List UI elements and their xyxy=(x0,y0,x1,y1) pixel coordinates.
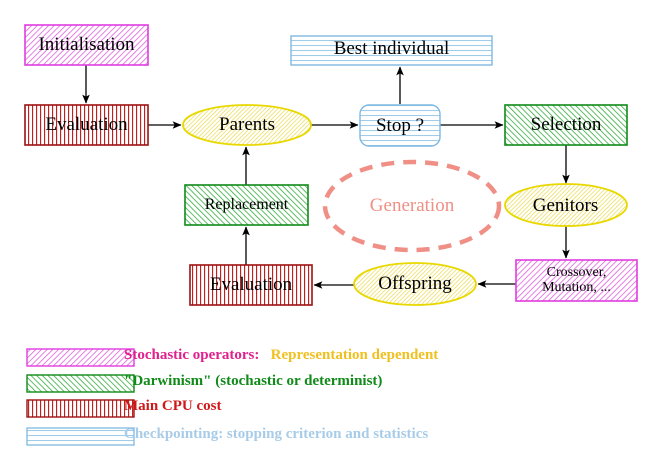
node-crossover-mutation[interactable] xyxy=(515,259,638,302)
node-evaluation-top[interactable] xyxy=(24,104,149,146)
node-parents[interactable] xyxy=(182,104,312,146)
legend-label-darwinism: "Darwinism" (stochastic or determinist) xyxy=(124,373,383,389)
node-evaluation-bottom[interactable] xyxy=(189,264,313,306)
node-selection[interactable] xyxy=(504,104,628,146)
legend-label-stochastic-operators: Stochastic operators: Representation dep… xyxy=(124,347,438,364)
legend-swatch-main-cpu-cost xyxy=(26,399,135,418)
legend-swatch-stochastic-operators xyxy=(26,348,135,367)
generation-loop-ellipse xyxy=(322,159,502,253)
legend-label-checkpointing: Checkpointing: stopping criterion and st… xyxy=(124,426,429,442)
node-replacement[interactable] xyxy=(184,184,309,226)
legend-swatch-darwinism xyxy=(26,374,135,393)
legend-segment-representation: Representation dependent xyxy=(270,347,439,363)
node-initialisation[interactable] xyxy=(24,24,149,66)
node-best-individual[interactable] xyxy=(290,35,493,66)
legend-segment-stochastic: Stochastic operators: xyxy=(124,347,260,363)
legend-swatch-checkpointing xyxy=(26,427,135,446)
node-offspring[interactable] xyxy=(353,262,477,306)
node-stop[interactable] xyxy=(359,104,441,147)
node-genitors[interactable] xyxy=(504,183,628,227)
legend-label-main-cpu-cost: Main CPU cost xyxy=(124,398,222,414)
generation-loop-label: Generation xyxy=(369,195,455,216)
